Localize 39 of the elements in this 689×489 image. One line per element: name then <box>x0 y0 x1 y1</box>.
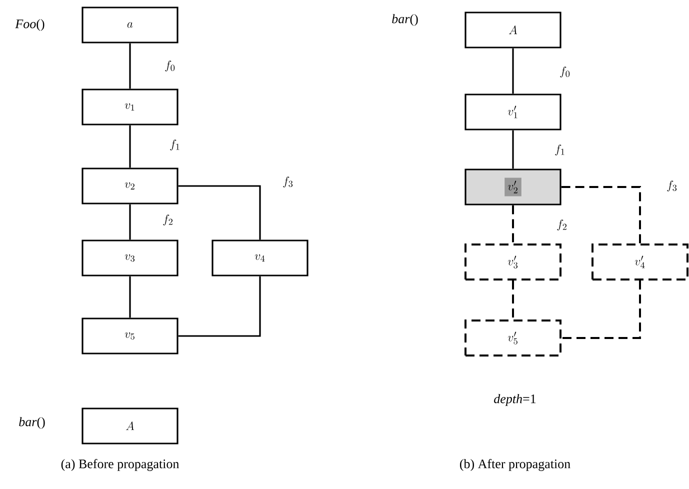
process-box: $v_1'$ <box>464 94 562 130</box>
edge-label: $f_1$ <box>555 144 564 156</box>
edge-label: $f_1$ <box>170 140 180 150</box>
connector-line <box>512 130 514 169</box>
process-box: $v_5'$ <box>464 320 562 356</box>
process-box: $v_2'$ <box>464 168 562 206</box>
connector-line <box>178 276 261 337</box>
connector-line <box>129 125 131 168</box>
process-box: $A$ <box>464 12 562 48</box>
connector-line <box>512 48 514 94</box>
process-box: $v_1$ <box>82 88 178 126</box>
function-label: Foo() <box>15 19 44 31</box>
edge-label: $f_2$ <box>163 214 172 226</box>
connector-line <box>178 185 261 240</box>
connector-line <box>512 205 514 244</box>
caption: (b) After propagation <box>460 459 570 471</box>
process-box: $v_4'$ <box>592 244 688 280</box>
process-box: $A$ <box>82 408 178 444</box>
process-box: $v_4$ <box>212 240 308 276</box>
process-box: $v_3'$ <box>464 244 562 280</box>
function-label: bar() <box>19 417 45 429</box>
process-box: $v_2$ <box>82 168 178 204</box>
edge-label: $f_3$ <box>667 180 677 192</box>
caption: depth=1 <box>494 394 536 406</box>
edge-label: $f_3$ <box>283 176 293 188</box>
process-box: $a$ <box>82 6 178 44</box>
connector-line <box>562 280 641 339</box>
edge-label: $f_2$ <box>557 220 566 230</box>
edge-label: $f_0$ <box>560 66 570 78</box>
connector-line <box>129 204 131 240</box>
function-label: bar() <box>392 14 418 26</box>
process-box: $v_5$ <box>82 318 178 354</box>
connector-line <box>512 280 514 320</box>
connector-line <box>561 186 641 244</box>
connector-line <box>129 43 131 89</box>
connector-line <box>129 276 131 318</box>
edge-label: $f_0$ <box>165 60 175 72</box>
caption: (a) Before propagation <box>61 459 180 471</box>
process-box: $v_3$ <box>82 240 178 276</box>
